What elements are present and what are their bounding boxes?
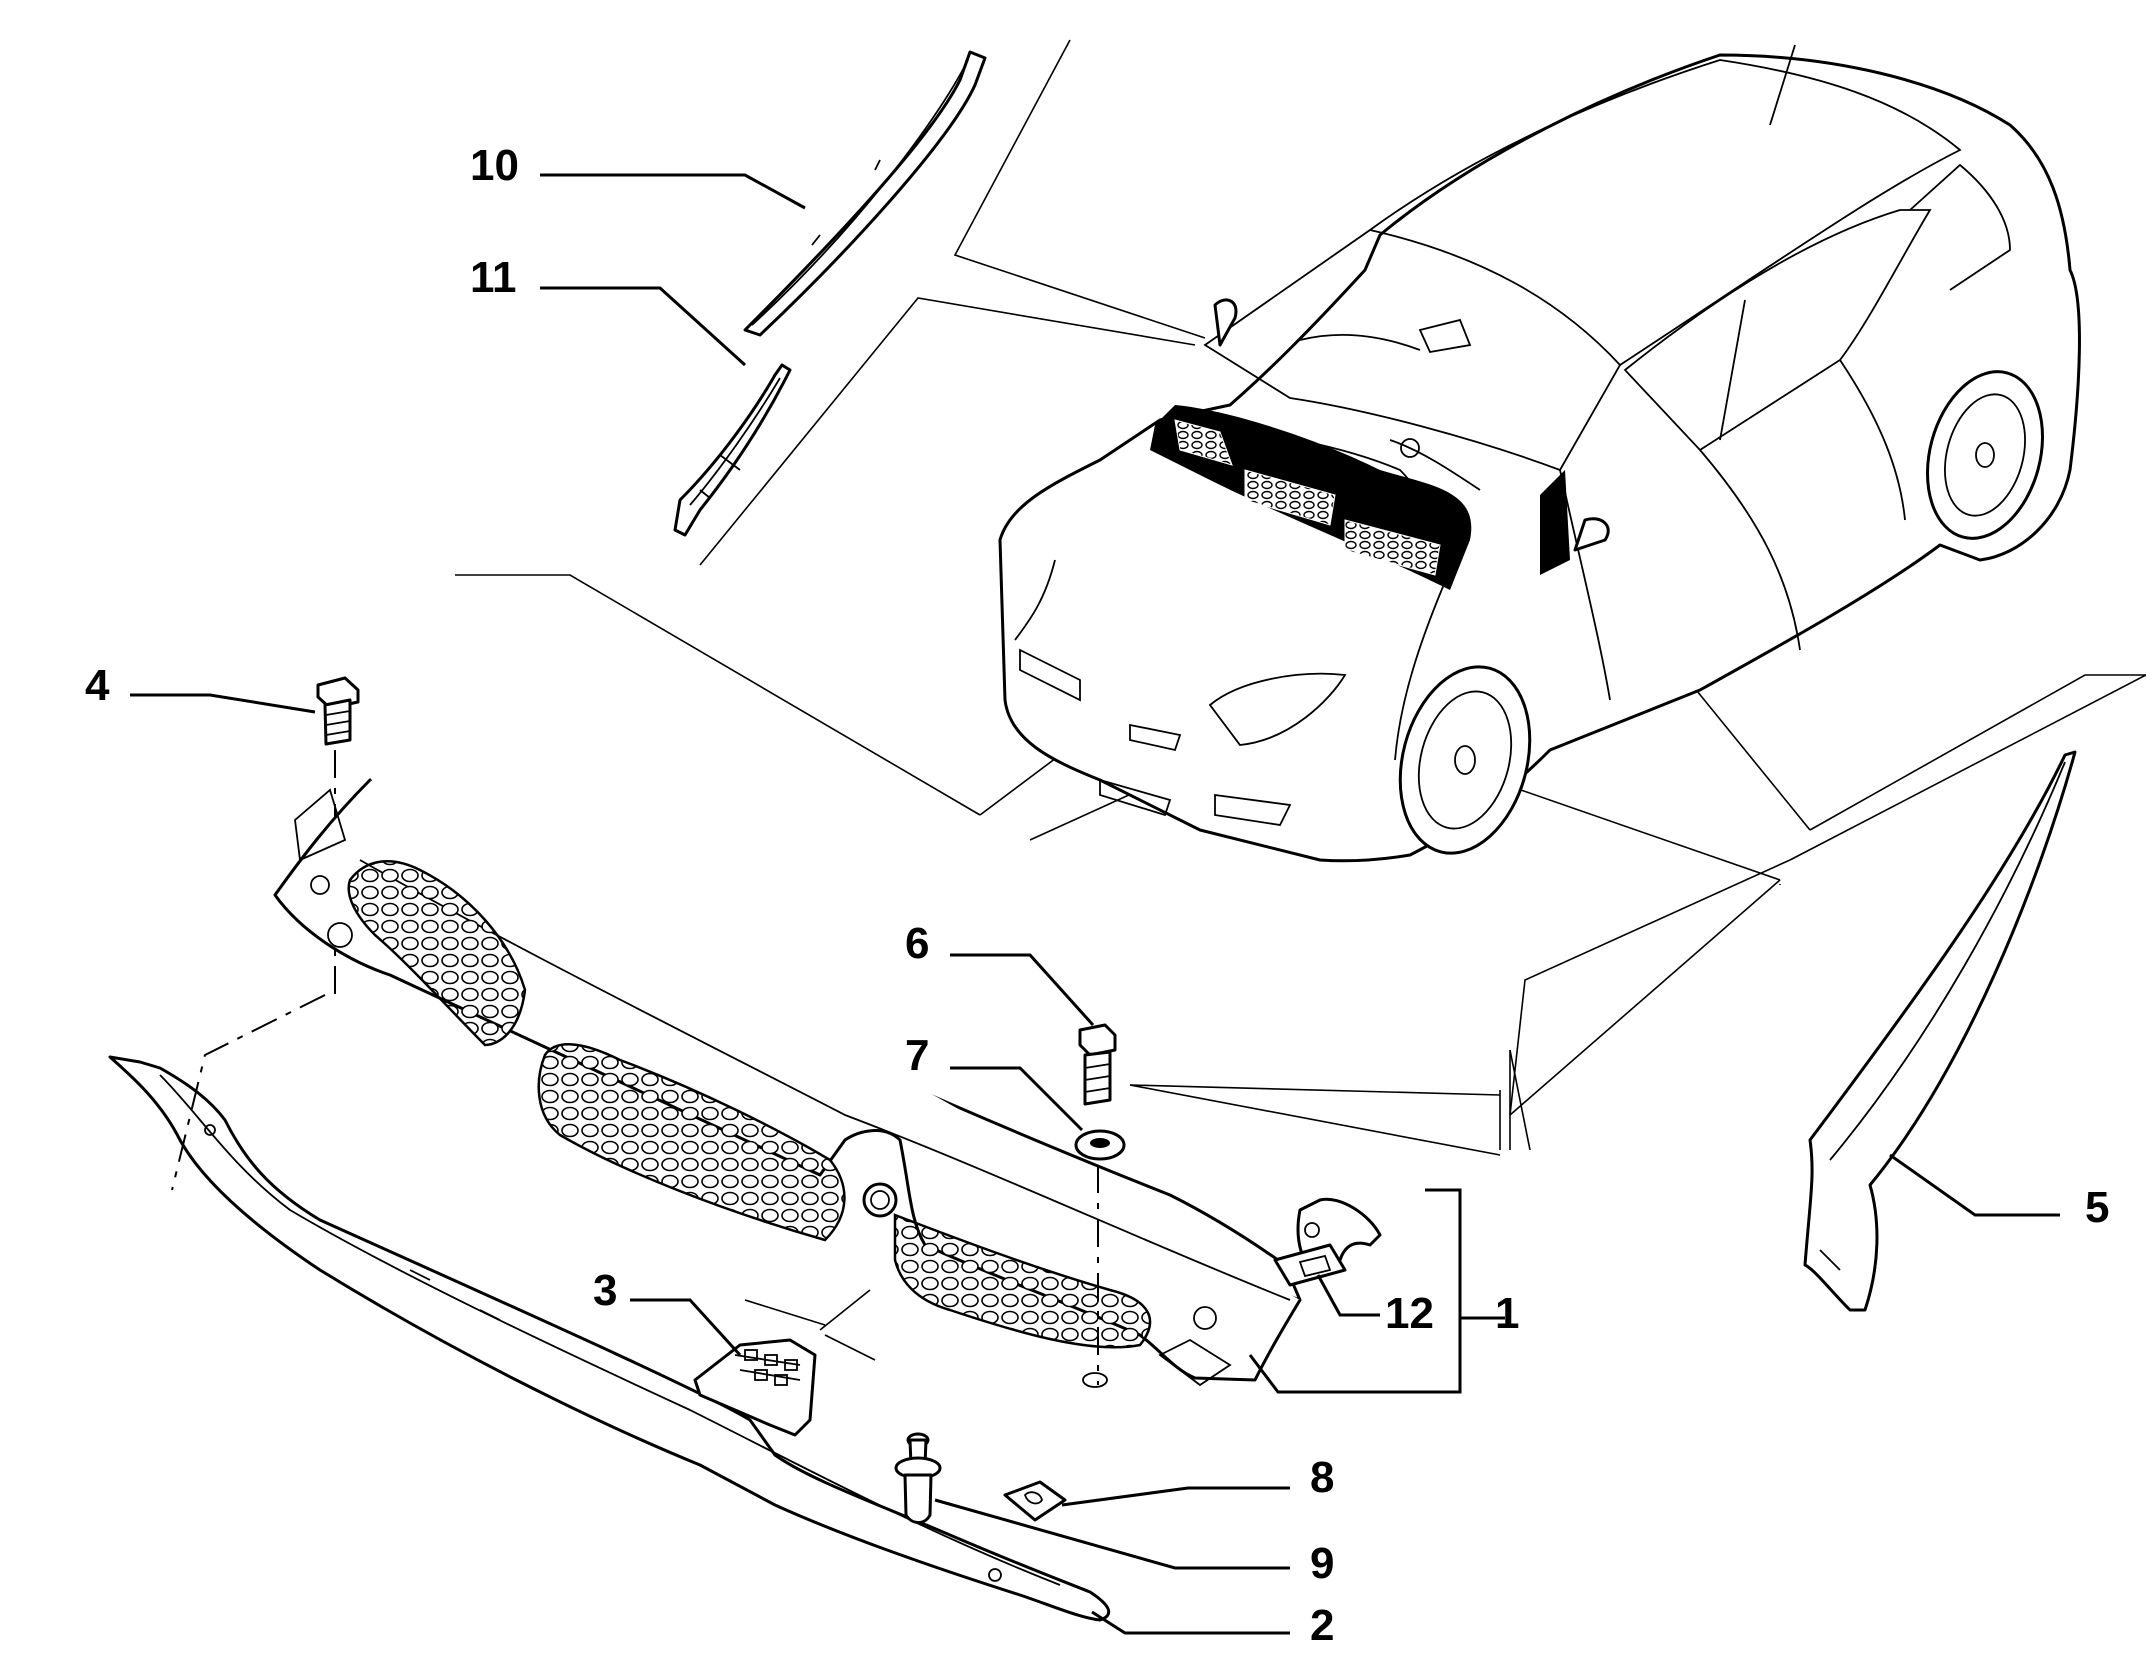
callout-10: 10 [470,141,519,190]
callout-5: 5 [2085,1183,2109,1232]
part-2-lower-strip [108,1055,1111,1622]
callout-9: 9 [1310,1539,1334,1588]
callout-4: 4 [85,661,110,710]
callout-6: 6 [905,919,929,968]
leader-5 [1889,1153,2060,1217]
part-9-push-pin [894,1432,942,1524]
callout-11: 11 [470,253,517,302]
leader-8 [1061,1486,1290,1507]
part-3-bracket [693,1338,817,1437]
callout-labels: 10 11 4 6 7 3 12 1 5 8 9 2 [85,141,2109,1650]
leader-lines [130,173,2060,1635]
mesh-opening-left [347,860,527,1047]
part-6-bolt [1078,1023,1117,1106]
leader-11 [540,286,747,367]
leader-2 [1091,1610,1290,1635]
callout-12: 12 [1385,1289,1434,1338]
callout-3: 3 [593,1266,617,1315]
leader-3 [630,1298,742,1357]
callout-8: 8 [1310,1453,1334,1502]
part-8-clip [1003,1480,1067,1522]
leader-12 [1316,1274,1380,1317]
callout-7: 7 [905,1031,929,1080]
leader-1-bracket [1248,1188,1462,1394]
guide-lines-center [744,1289,876,1361]
part-1-cowl-panel [273,778,1302,1388]
axis-line-2 [171,994,326,1191]
part-11-lower-seal [673,363,792,537]
leader-10 [540,173,806,210]
leader-9 [934,1498,1290,1570]
mesh-opening-right [893,1213,1152,1349]
callout-2: 2 [1310,1601,1334,1650]
part-10-upper-seal [743,50,987,337]
callout-1: 1 [1495,1289,1519,1338]
leader-7 [950,1066,1084,1132]
part-7-washer [1074,1129,1126,1161]
leader-4 [130,693,316,714]
part-5-pillar-trim [1803,750,2077,1312]
car-illustration [998,44,2081,863]
mesh-opening-center [537,1043,846,1242]
part-4-bolt [316,676,360,746]
leader-6 [950,953,1095,1027]
part-12-clip [1273,1197,1382,1287]
